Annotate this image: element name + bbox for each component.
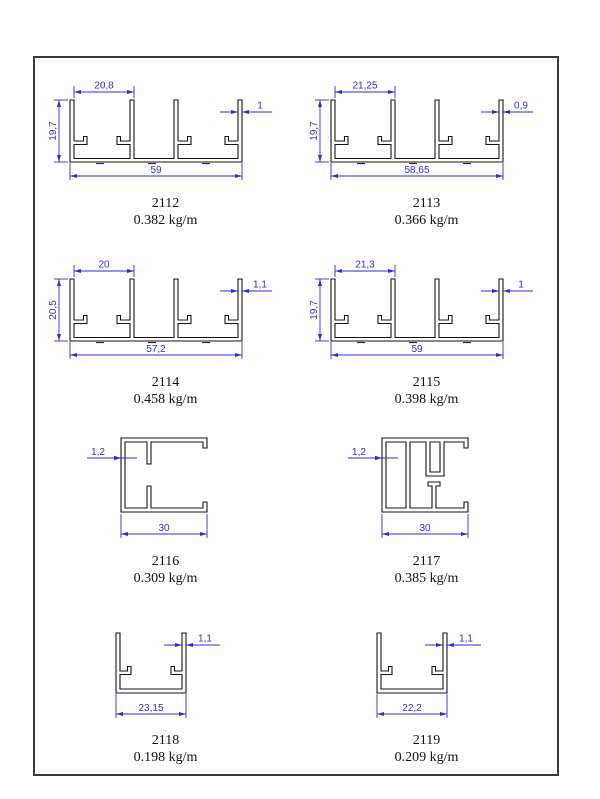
dim-top-width: 21,3 (355, 259, 375, 270)
profile-weight: 0.198 kg/m (133, 749, 198, 765)
profile-caption: 2114 0.458 kg/m (134, 374, 198, 408)
profile-cell-2117: 1,2 30 2117 0.385 kg/m (296, 416, 557, 595)
profile-drawing-2118: 1,1 23,15 (114, 632, 220, 718)
profile-weight: 0.309 kg/m (133, 570, 198, 586)
profile-cell-2118: 1,1 23,15 2118 0.198 kg/m (35, 595, 296, 774)
profile-number: 2119 (412, 732, 441, 748)
profile-drawing-2113: 21,25 19,7 58,65 0,9 (309, 80, 533, 180)
dim-width: 30 (419, 523, 431, 534)
profile-outline (380, 437, 469, 513)
profile-caption: 2112 0.382 kg/m (134, 195, 198, 229)
dim-bottom-width: 57,2 (146, 344, 166, 355)
profile-drawing-2116: 1,2 30 (86, 437, 208, 538)
dim-thickness: 1,2 (91, 447, 105, 458)
profile-caption: 2118 0.198 kg/m (134, 732, 198, 766)
profile-weight: 0.382 kg/m (133, 212, 198, 228)
profile-weight: 0.398 kg/m (394, 391, 459, 407)
dim-height: 19,7 (48, 121, 59, 141)
profile-caption: 2113 0.366 kg/m (395, 195, 459, 229)
profile-weight: 0.385 kg/m (394, 570, 459, 586)
dim-thickness: 1,1 (198, 633, 212, 644)
profile-number: 2116 (151, 553, 180, 569)
profile-weight: 0.458 kg/m (133, 391, 198, 407)
profile-caption: 2117 0.385 kg/m (395, 553, 459, 587)
profile-cell-2115: 21,3 19,7 59 1 2115 0.398 kg/m (296, 237, 557, 416)
profile-number: 2117 (412, 553, 441, 569)
profile-outline (68, 99, 243, 163)
profile-number: 2114 (151, 374, 180, 390)
profile-number: 2112 (151, 195, 180, 211)
profile-drawing-2114: 20 20,5 57,2 1,1 (48, 259, 272, 359)
profile-number: 2115 (412, 374, 441, 390)
dim-height: 19,7 (309, 300, 320, 320)
dim-bottom-width: 58,65 (404, 165, 429, 176)
profile-outline (375, 632, 448, 694)
dim-bottom-width: 59 (411, 344, 423, 355)
profile-outline (119, 437, 208, 513)
dim-width: 30 (158, 523, 170, 534)
profile-caption: 2119 0.209 kg/m (395, 732, 459, 766)
profile-cell-2113: 21,25 19,7 58,65 0,9 2113 0.366 kg/m (296, 58, 557, 237)
profile-caption: 2116 0.309 kg/m (134, 553, 198, 587)
profiles-grid: 20,8 19,7 59 1 2112 0.382 kg/m (35, 58, 557, 774)
profile-outline (68, 278, 243, 342)
profile-weight: 0.366 kg/m (394, 212, 459, 228)
dim-bottom-width: 59 (150, 165, 162, 176)
dim-thickness: 1 (518, 279, 524, 290)
profile-drawing-2112: 20,8 19,7 59 1 (48, 80, 272, 180)
profile-drawing-2117: 1,2 30 (347, 437, 469, 538)
profile-drawing-2115: 21,3 19,7 59 1 (309, 259, 533, 359)
profile-drawing-2119: 1,1 22,2 (375, 632, 481, 718)
dim-width: 22,2 (402, 703, 422, 714)
profile-caption: 2115 0.398 kg/m (395, 374, 459, 408)
profile-cell-2119: 1,1 22,2 2119 0.209 kg/m (296, 595, 557, 774)
profile-outline (114, 632, 187, 694)
profile-cell-2116: 1,2 30 2116 0.309 kg/m (35, 416, 296, 595)
dim-thickness: 1 (257, 100, 263, 111)
dim-height: 19,7 (309, 121, 320, 141)
dim-thickness: 0,9 (514, 100, 528, 111)
dim-thickness: 1,1 (459, 633, 473, 644)
profile-outline (329, 99, 504, 163)
dim-height: 20,5 (48, 300, 59, 320)
profile-outline (329, 278, 504, 342)
profile-number: 2118 (151, 732, 180, 748)
drawing-frame: 20,8 19,7 59 1 2112 0.382 kg/m (33, 56, 559, 776)
dim-thickness: 1,2 (352, 447, 366, 458)
profile-weight: 0.209 kg/m (394, 749, 459, 765)
dim-top-width: 20,8 (94, 80, 114, 91)
dim-top-width: 21,25 (352, 80, 377, 91)
dim-width: 23,15 (138, 703, 163, 714)
profile-cell-2112: 20,8 19,7 59 1 2112 0.382 kg/m (35, 58, 296, 237)
dim-top-width: 20 (98, 259, 110, 270)
profile-number: 2113 (412, 195, 441, 211)
dim-thickness: 1,1 (253, 279, 267, 290)
profile-cell-2114: 20 20,5 57,2 1,1 2114 0.458 kg/m (35, 237, 296, 416)
